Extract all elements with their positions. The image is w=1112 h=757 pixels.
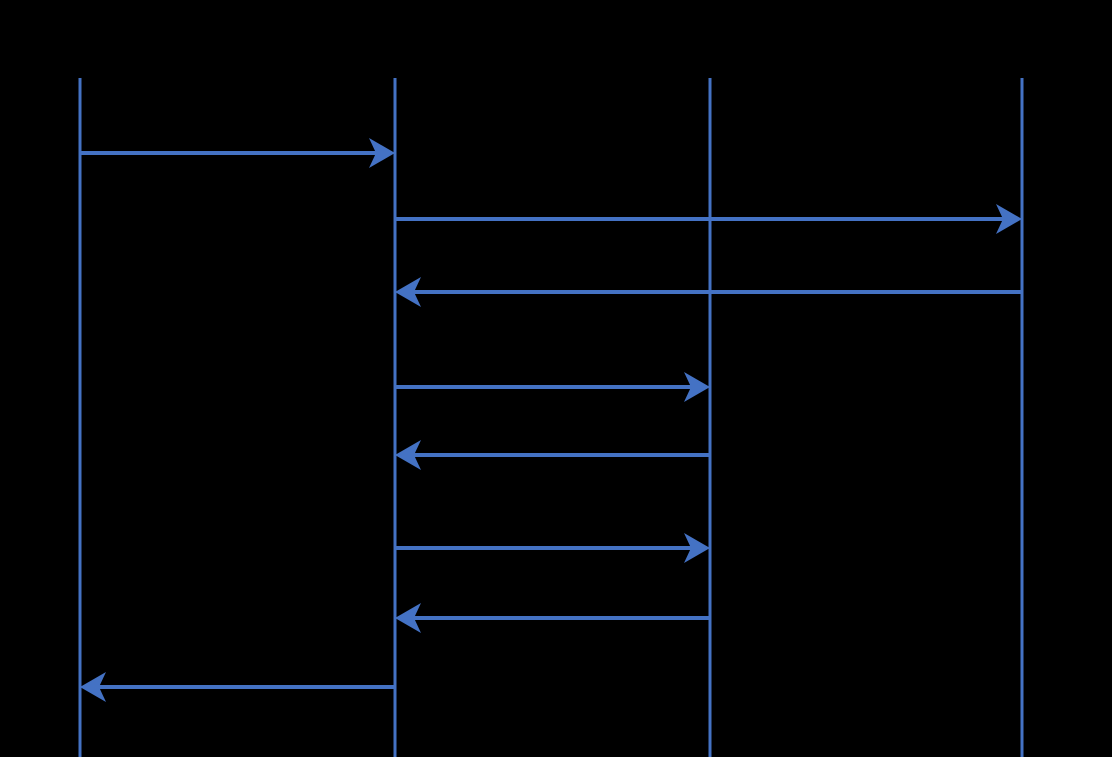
message-6-arrowhead-icon [684,533,710,563]
message-7-arrowhead-icon [395,603,421,633]
message-7 [395,603,710,633]
message-4 [395,372,710,402]
message-8-arrowhead-icon [80,672,106,702]
message-2-arrowhead-icon [996,204,1022,234]
message-1-arrowhead-icon [369,138,395,168]
message-5 [395,440,710,470]
message-5-arrowhead-icon [395,440,421,470]
message-3-arrowhead-icon [395,277,421,307]
message-3 [395,277,1022,307]
message-1 [80,138,395,168]
message-2 [395,204,1022,234]
message-6 [395,533,710,563]
message-8 [80,672,395,702]
message-4-arrowhead-icon [684,372,710,402]
